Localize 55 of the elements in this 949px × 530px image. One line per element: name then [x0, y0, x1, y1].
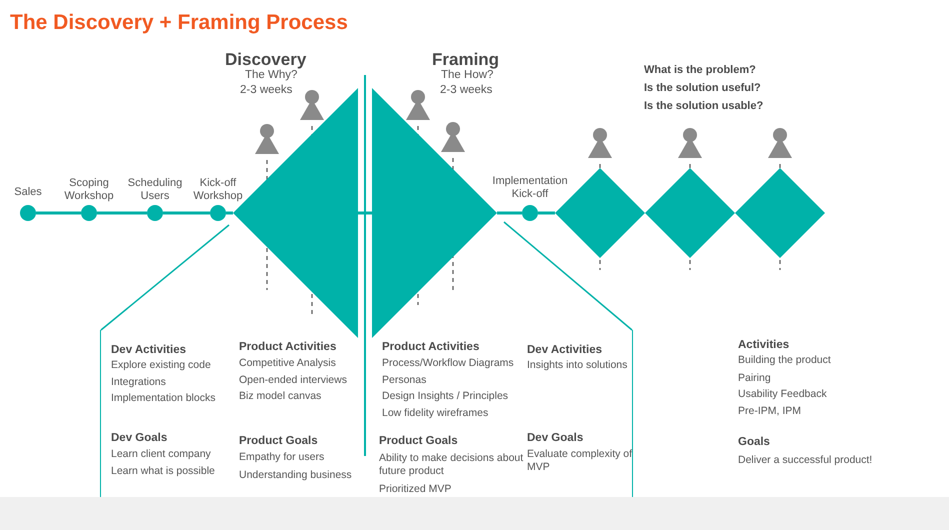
connector-line	[163, 212, 210, 214]
question-text: Is the solution useful?	[644, 82, 761, 95]
phase-subtitle: 2-3 weeks	[240, 83, 292, 98]
connector-line	[358, 212, 372, 214]
phase-heading: Discovery	[225, 50, 306, 70]
milestone-label: Scoping Workshop	[63, 177, 115, 203]
list-item: Competitive Analysis	[239, 357, 336, 370]
section-heading: Dev Goals	[111, 432, 168, 445]
list-item: Empathy for users	[239, 451, 324, 464]
section-heading: Goals	[738, 436, 770, 449]
list-item: Learn client company	[111, 448, 211, 461]
phase-subtitle: The Why?	[245, 68, 298, 82]
list-item: Pairing	[738, 372, 771, 385]
milestone-label: Sales	[13, 186, 43, 199]
list-item: Evaluate complexity of MVP	[527, 448, 634, 474]
list-item: Personas	[382, 374, 426, 387]
list-item: Process/Workflow Diagrams	[382, 357, 514, 370]
connector-line	[36, 212, 81, 214]
section-heading: Product Goals	[239, 435, 318, 448]
list-item: Implementation blocks	[111, 392, 216, 405]
section-heading: Product Goals	[379, 435, 458, 448]
section-heading: Dev Activities	[527, 344, 602, 357]
section-heading: Product Activities	[239, 341, 336, 354]
list-item: Open-ended interviews	[239, 374, 347, 387]
question-text: What is the problem?	[644, 64, 756, 77]
section-heading: Activities	[738, 339, 790, 352]
section-heading: Product Activities	[382, 341, 480, 354]
phase-subtitle: 2-3 weeks	[440, 83, 492, 98]
section-heading: Dev Goals	[527, 432, 584, 445]
list-item: Usability Feedback	[738, 388, 827, 401]
question-text: Is the solution usable?	[644, 100, 764, 113]
section-heading: Dev Activities	[111, 344, 186, 357]
list-item: Integrations	[111, 376, 166, 389]
list-item: Insights into solutions	[527, 359, 628, 372]
milestone-label: Kick-off Workshop	[192, 177, 244, 203]
connector-line	[497, 212, 522, 214]
list-item: Pre-IPM, IPM	[738, 405, 802, 418]
phase-subtitle: The How?	[441, 69, 494, 82]
connector-line	[538, 212, 555, 214]
list-item: Understanding business	[239, 469, 352, 482]
list-item: Deliver a successful product!	[738, 454, 872, 467]
list-item: Prioritized MVP	[379, 483, 452, 496]
list-item: Biz model canvas	[239, 390, 322, 403]
milestone-label: Implementation Kick-off	[491, 175, 569, 201]
list-item: Design Insights / Principles	[382, 390, 508, 403]
list-item: Low fidelity wireframes	[382, 407, 488, 420]
title: The Discovery + Framing Process	[10, 10, 348, 36]
list-item: Building the product	[738, 354, 831, 367]
list-item: Explore existing code	[111, 359, 211, 372]
list-item: Learn what is possible	[111, 465, 215, 478]
phase-heading: Framing	[432, 50, 500, 70]
milestone-label: Scheduling Users	[126, 177, 184, 203]
connector-line	[226, 212, 233, 214]
connector-line	[97, 212, 147, 214]
list-item: Ability to make decisions about future product	[379, 452, 524, 478]
